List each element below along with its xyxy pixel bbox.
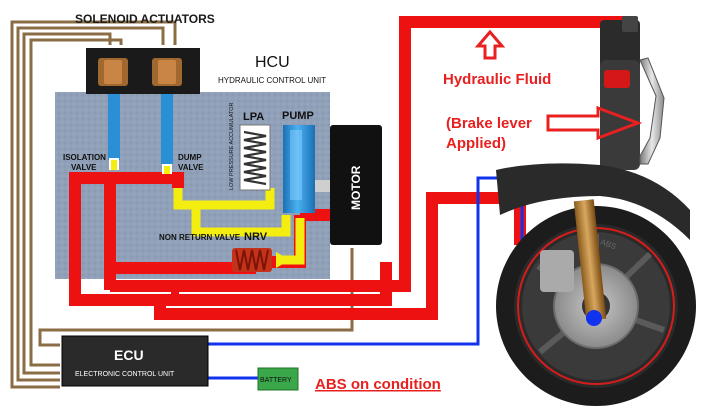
brake-lever-assembly bbox=[600, 16, 665, 170]
valve-stems bbox=[108, 94, 173, 174]
solenoid-wire-2 bbox=[29, 38, 123, 367]
front-wheel bbox=[496, 163, 696, 406]
brake-lever-label-2: Applied) bbox=[446, 135, 506, 152]
isolation-valve-label-1: ISOLATION bbox=[63, 153, 106, 162]
brake-lever-label-1: (Brake lever bbox=[446, 115, 532, 132]
motor-label: MOTOR bbox=[349, 165, 363, 210]
pump bbox=[283, 125, 315, 213]
lever-arrow bbox=[546, 105, 643, 141]
pump-label: PUMP bbox=[282, 110, 314, 122]
nrv-label: NRV bbox=[244, 231, 268, 243]
lpa-spring bbox=[239, 124, 271, 191]
hydraulic-fluid-label: Hydraulic Fluid bbox=[443, 71, 551, 88]
solenoid-wire-3 bbox=[16, 26, 165, 382]
dump-valve-stem bbox=[161, 94, 173, 164]
ecu-box bbox=[61, 335, 209, 387]
fork-tube bbox=[573, 199, 607, 321]
lpa-full-label: LOW PRESSURE ACCUMULATOR bbox=[229, 102, 235, 190]
hcu-label: HCU bbox=[255, 54, 290, 71]
mudguard bbox=[496, 163, 690, 240]
dump-valve-label-2: VALVE bbox=[178, 163, 204, 172]
solenoid-wire-4 bbox=[10, 20, 177, 389]
motor bbox=[315, 125, 382, 245]
solenoid-actuators-label: SOLENOID ACTUATORS bbox=[75, 12, 215, 26]
ecu-full-label: ELECTRONIC CONTROL UNIT bbox=[75, 371, 175, 378]
isolation-valve-label-2: VALVE bbox=[71, 163, 97, 172]
battery-label: BATTERY bbox=[260, 377, 292, 384]
battery bbox=[257, 367, 299, 391]
abs-condition-label: ABS on condition bbox=[315, 376, 441, 393]
solenoid-actuators bbox=[86, 48, 200, 94]
non-return-valve-label: NON RETURN VALVE bbox=[159, 233, 241, 242]
caliper bbox=[540, 250, 574, 292]
ecu-label: ECU bbox=[114, 347, 144, 363]
dump-valve-label-1: DUMP bbox=[178, 153, 202, 162]
hcu-full-label: HYDRAULIC CONTROL UNIT bbox=[218, 76, 326, 85]
isolation-valve-stem bbox=[108, 94, 120, 160]
flow-arrow-up bbox=[474, 29, 506, 60]
lpa-label: LPA bbox=[243, 111, 264, 123]
solenoid-wire-1 bbox=[22, 32, 112, 375]
nrv-valve bbox=[232, 248, 290, 272]
